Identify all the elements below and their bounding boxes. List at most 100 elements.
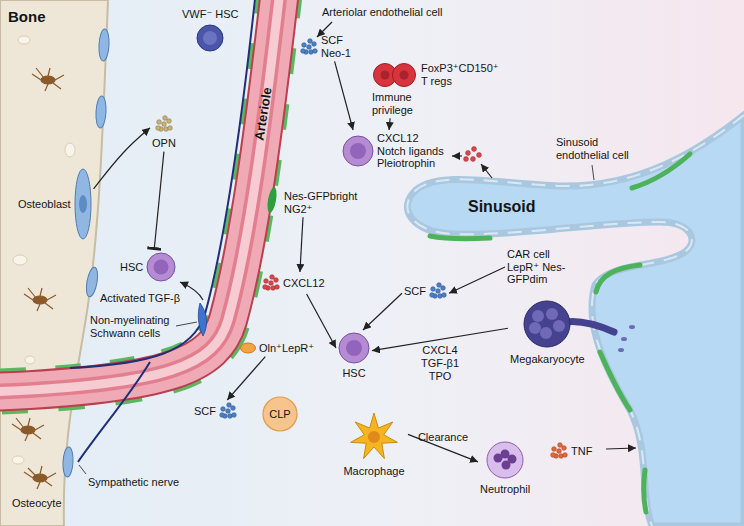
stromal-cell: Oln⁺LepR⁺ bbox=[238, 340, 316, 357]
megakaryocyte-protrusion bbox=[621, 337, 627, 341]
arteriole bbox=[0, 0, 280, 392]
sinusoid bbox=[407, 115, 744, 526]
sinusoid bbox=[644, 470, 646, 512]
signal-label: Activated TGF-β bbox=[100, 292, 180, 305]
sinusoid bbox=[407, 115, 744, 526]
bone-lining-cells bbox=[84, 266, 99, 297]
cytokine-cluster: TNF bbox=[548, 440, 594, 462]
hsc-icon bbox=[147, 253, 175, 281]
progenitor-cell: CLP bbox=[262, 396, 298, 432]
cytokine-dots bbox=[307, 44, 312, 49]
osteocyte bbox=[12, 418, 44, 441]
cell-text: Oln⁺LepR⁺ bbox=[259, 342, 314, 355]
cytokine-dots bbox=[301, 48, 306, 53]
osteoblast-icon bbox=[79, 195, 87, 213]
cell-text: OPN bbox=[152, 137, 176, 150]
region-title: Bone bbox=[8, 8, 46, 25]
osteocyte bbox=[12, 418, 44, 441]
megakaryocyte-protrusion bbox=[566, 322, 635, 352]
macrophage-icon bbox=[368, 431, 380, 443]
osteoblast-cell: Osteoblast bbox=[16, 166, 94, 242]
bone bbox=[13, 255, 27, 265]
signal-arrow bbox=[452, 155, 462, 156]
cytokine-dots bbox=[442, 293, 447, 298]
megakaryocyte-protrusion bbox=[618, 348, 624, 352]
cytokine-cluster: SCF bbox=[402, 280, 449, 302]
hsc-icon bbox=[196, 24, 224, 52]
cell-text: SCF Neo-1 bbox=[321, 34, 357, 59]
hsc-icon bbox=[342, 135, 374, 167]
sinusoid bbox=[632, 154, 690, 188]
secreted-factor bbox=[466, 151, 471, 156]
osteocyte bbox=[12, 68, 64, 489]
cell-text: CAR cell LepR⁺ Nes-GFPdim bbox=[507, 248, 573, 286]
cytokine-dots bbox=[168, 126, 173, 131]
treg-icon bbox=[393, 64, 416, 87]
sinusoid bbox=[600, 352, 630, 410]
sympathetic-nerve bbox=[70, 0, 256, 462]
cytokine-dots bbox=[436, 289, 441, 294]
cell-text: CXCL12 Notch ligands Pleiotrophin bbox=[377, 132, 447, 170]
cytokine-dots bbox=[227, 403, 232, 408]
bone bbox=[18, 36, 30, 44]
progenitor-circle bbox=[263, 397, 297, 431]
signal-connector bbox=[307, 294, 336, 348]
cell-text: VWF⁻ HSC bbox=[182, 8, 239, 21]
signal-arrow bbox=[180, 282, 203, 300]
sympathetic-nerve bbox=[78, 362, 150, 462]
cell-text: Neutrophil bbox=[480, 483, 530, 496]
cytokine-dots bbox=[162, 122, 167, 127]
cell-text: HSC bbox=[120, 261, 143, 274]
neutrophil-icon bbox=[485, 440, 525, 480]
hsc-icon bbox=[197, 25, 223, 51]
cytokine-dots bbox=[313, 48, 318, 53]
connector-group bbox=[94, 61, 508, 462]
cytokine-dots bbox=[551, 453, 556, 458]
signal-connector bbox=[154, 152, 164, 250]
sinusoid bbox=[407, 115, 744, 526]
cytokine-dots bbox=[262, 274, 280, 292]
cytokine-dots bbox=[270, 275, 275, 280]
schwann-cell bbox=[198, 303, 206, 336]
hsc-icon bbox=[343, 136, 373, 166]
macrophage-icon bbox=[342, 412, 406, 462]
stromal-icon bbox=[240, 342, 256, 354]
signal-arrow bbox=[481, 164, 492, 178]
vessel-label: Sinusoid bbox=[468, 198, 536, 216]
cytokine-dots bbox=[269, 281, 274, 286]
hsc-icon bbox=[203, 31, 217, 45]
signal-connector bbox=[335, 61, 353, 130]
cytokine-cluster: OPN bbox=[150, 112, 178, 152]
cytokine-cluster: CXCL12 bbox=[260, 272, 327, 294]
cell-label: Sinusoid endothelial cell bbox=[556, 136, 646, 161]
cell-text: HSC bbox=[342, 367, 365, 380]
signal-connector bbox=[300, 217, 303, 272]
cytokine-dots bbox=[302, 42, 307, 47]
treg-cell: FoxP3⁺CD150⁺ T regsImmune privilege bbox=[370, 60, 504, 118]
cytokine-dots bbox=[263, 285, 268, 290]
megakaryocyte-cell: Megakaryocyte bbox=[508, 296, 587, 368]
cytokine-dots bbox=[231, 406, 236, 411]
cytokine-dots bbox=[300, 38, 318, 56]
cell-text: CLP bbox=[269, 408, 290, 421]
car-cell-label: CAR cell LepR⁺ Nes-GFPdim bbox=[505, 246, 575, 288]
sinusoid bbox=[596, 265, 640, 292]
cytokine-dots bbox=[550, 442, 568, 460]
signal-arrow bbox=[180, 22, 636, 449]
neutrophil-icon bbox=[487, 442, 523, 478]
cytokine-dots bbox=[431, 287, 436, 292]
leader-line bbox=[79, 465, 86, 474]
osteocyte bbox=[24, 466, 56, 489]
cytokine-dots bbox=[558, 443, 563, 448]
arteriole bbox=[0, 0, 280, 392]
treg-icon bbox=[372, 62, 418, 88]
signal-arrow bbox=[606, 448, 636, 449]
leader-line bbox=[79, 165, 594, 474]
cytokine-dots bbox=[153, 114, 175, 134]
secreted-factor bbox=[471, 157, 476, 162]
cytokine-dots bbox=[562, 446, 567, 451]
cytokine-dots bbox=[441, 286, 446, 291]
secreted-factor bbox=[464, 147, 482, 162]
arteriole bbox=[266, 187, 278, 214]
